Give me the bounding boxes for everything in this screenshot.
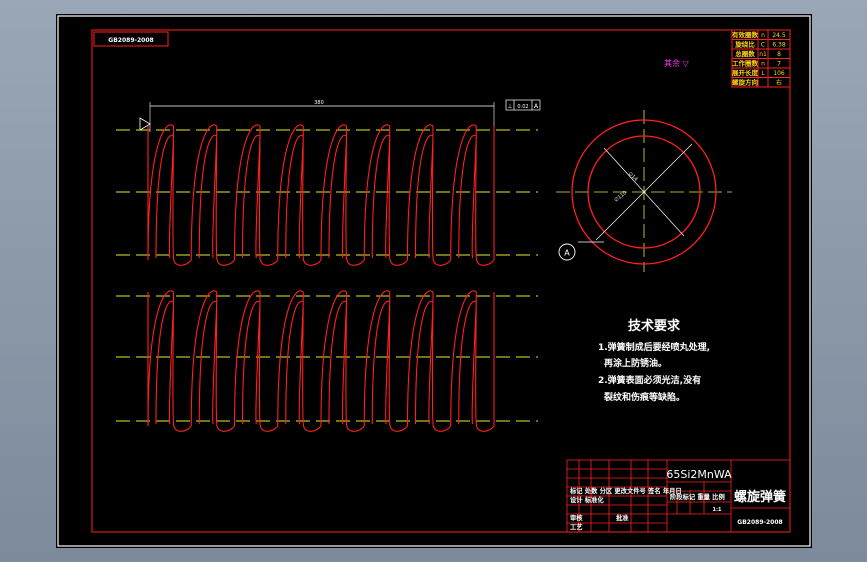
drawing-number: GB2089-2008	[737, 519, 782, 526]
param-sym: n1	[759, 51, 767, 58]
spring-coil	[147, 290, 495, 432]
title-row3-left: 审核	[570, 513, 583, 522]
param-label: 总圈数	[735, 49, 755, 58]
drawing-frame	[91, 29, 791, 533]
spring-end-view: ∅110 ∅14 A	[556, 110, 732, 272]
param-label: 螺旋方向	[732, 78, 759, 87]
svg-text:0.02: 0.02	[517, 104, 528, 110]
length-dimension: 380	[149, 100, 495, 132]
requirements-line: 裂纹和伤痕等缺陷。	[603, 391, 685, 403]
svg-text:⊥: ⊥	[507, 103, 512, 110]
material-text: 65Si2MnWA	[666, 468, 732, 481]
center-lines	[116, 129, 538, 422]
svg-text:A: A	[534, 103, 539, 110]
drawing-viewport[interactable]: GB2089-2008 有效圈数 n 24.5 旋绕比 C 6.38 总圈数 n…	[56, 14, 812, 548]
outer-border	[57, 15, 811, 547]
spring-coil	[147, 124, 495, 266]
param-label: 有效圈数	[732, 30, 759, 39]
spring-section-view	[147, 290, 495, 432]
title-row3-right: 批准	[616, 513, 629, 522]
requirements-title: 技术要求	[628, 318, 681, 334]
parameter-table: 有效圈数 n 24.5 旋绕比 C 6.38 总圈数 n1 8 工作圈数 n 7…	[731, 29, 791, 88]
section-callout-label: A	[564, 249, 570, 258]
title-row2: 设计 标准化	[570, 495, 604, 504]
scale-text: 1:1	[713, 507, 722, 513]
datum-marker	[139, 117, 151, 131]
stage-labels: 阶段标记 重量 比例	[670, 492, 725, 501]
param-value: 24.5	[772, 32, 786, 39]
roughness-note: 其余 ▽	[664, 58, 690, 68]
param-sym: C	[761, 42, 765, 49]
requirements-line: 再涂上防锈油。	[604, 357, 667, 369]
end-wire-text: ∅14	[627, 171, 639, 183]
title-block	[566, 459, 791, 533]
param-sym: n	[761, 32, 765, 39]
param-value: 106	[773, 70, 785, 77]
param-value: 7	[777, 61, 781, 68]
param-label: 旋绕比	[734, 40, 755, 49]
part-name: 螺旋弹簧	[734, 489, 786, 505]
param-label: 工作圈数	[732, 59, 759, 68]
title-row4: 工艺	[570, 522, 583, 531]
param-sym: L	[761, 70, 765, 77]
cad-drawing-canvas: GB2089-2008 有效圈数 n 24.5 旋绕比 C 6.38 总圈数 n…	[57, 15, 811, 547]
section-callout	[558, 243, 576, 261]
param-value: 右	[776, 79, 782, 87]
tolerance-frame: ⊥ 0.02 A	[505, 99, 541, 111]
code-box-text: GB2089-2008	[108, 37, 153, 44]
param-value: 8	[777, 51, 781, 58]
param-sym: n	[761, 61, 765, 68]
spring-side-view	[147, 124, 495, 266]
param-value: 6.38	[772, 42, 786, 49]
requirements-line: 1.弹簧制成后要经喷丸处理,	[598, 341, 710, 353]
title-header-row: 标记 处数 分区 更改文件号 签名 年月日	[569, 486, 682, 495]
param-label: 展开长度	[731, 68, 759, 77]
code-box	[93, 31, 169, 47]
requirements-line: 2.弹簧表面必须光洁,没有	[598, 374, 701, 386]
dimension-length-text: 380	[314, 100, 324, 106]
technical-requirements: 技术要求 1.弹簧制成后要经喷丸处理, 再涂上防锈油。 2.弹簧表面必须光洁,没…	[598, 318, 710, 403]
